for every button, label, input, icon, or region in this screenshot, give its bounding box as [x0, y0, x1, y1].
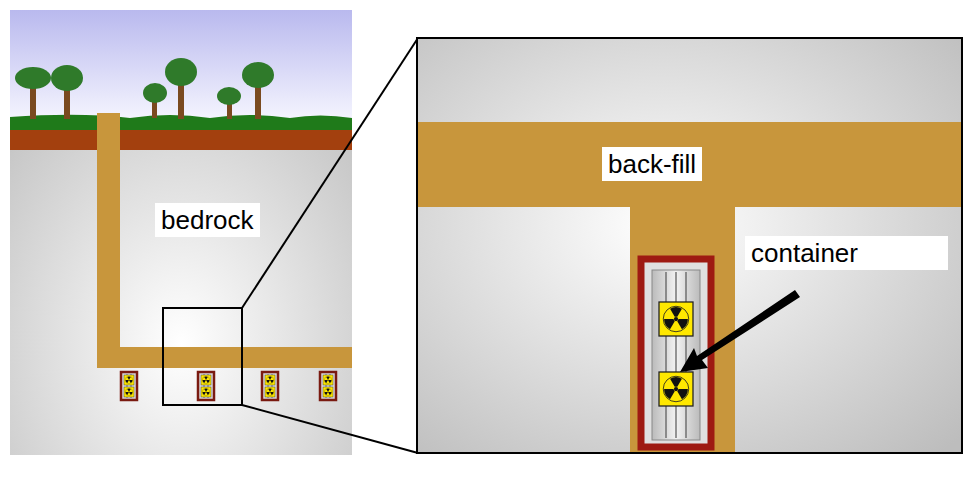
detail-frame: [417, 38, 962, 453]
radiation-symbol: [659, 372, 693, 406]
backfill-detail: [418, 122, 961, 452]
deposition-hole: [641, 259, 711, 447]
pointer-arrow: [680, 290, 800, 372]
zoom-frame: [163, 308, 242, 405]
mini-container: [198, 372, 214, 400]
bedrock-ground: [10, 10, 352, 455]
sky: [10, 10, 352, 122]
zoom-line: [242, 38, 418, 308]
backfill-tunnel: [97, 113, 352, 368]
container-label: container: [745, 236, 948, 270]
zoom-line: [242, 405, 418, 453]
backfill-label: back-fill: [602, 147, 702, 181]
bedrock-label: bedrock: [155, 203, 260, 237]
trees: [15, 58, 274, 119]
mini-container: [320, 372, 336, 400]
radiation-symbol: [659, 302, 693, 336]
mini-container: [121, 372, 137, 400]
canister-rods: [666, 272, 686, 438]
mini-container: [262, 372, 278, 400]
bedrock-detail: [417, 38, 962, 453]
